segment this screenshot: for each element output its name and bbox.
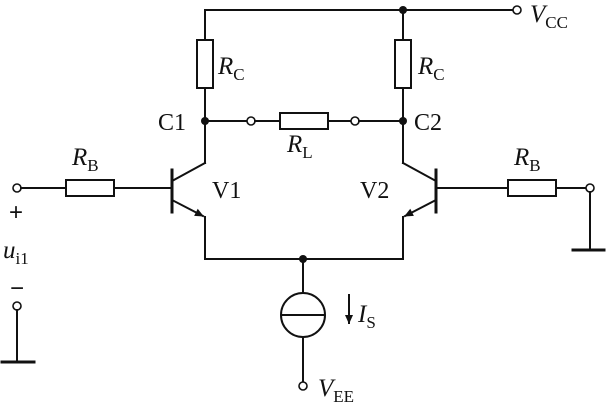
vee-terminal: [298, 381, 308, 391]
is-label: IS: [357, 301, 376, 332]
rb1-resistor: [65, 179, 115, 197]
rl-label: RL: [286, 131, 313, 162]
rc1-label: RC: [217, 53, 245, 84]
input-terminal-minus: [12, 301, 22, 311]
c1-label: C1: [158, 110, 186, 136]
vcc-terminal: [512, 5, 522, 15]
c2-label: C2: [414, 110, 442, 136]
v1-label: V1: [212, 178, 241, 204]
left-collector-branch: RC C1: [158, 9, 245, 164]
current-source: [280, 292, 326, 338]
v2-label: V2: [360, 178, 389, 204]
rc2-resistor: [394, 39, 412, 89]
rc2-label: RC: [417, 53, 445, 84]
rb1-label: RB: [71, 144, 99, 175]
right-collector-branch: RC C2: [394, 9, 445, 164]
input-voltage-label: ui1: [3, 237, 29, 268]
plus-sign: +: [9, 199, 23, 226]
minus-sign: −: [10, 275, 24, 302]
rl-right-terminal: [350, 116, 360, 126]
left-input-branch: RB + ui1 −: [0, 144, 173, 364]
vcc-label: VCC: [530, 1, 568, 32]
vee-label: VEE: [318, 375, 354, 406]
rb2-resistor: [507, 179, 557, 197]
emitter-tail: VEE IS: [204, 216, 404, 406]
rb2-label: RB: [513, 144, 541, 175]
rc1-resistor: [196, 39, 214, 89]
transistor-v1: V1: [170, 161, 241, 218]
transistor-v2: V2: [360, 161, 438, 218]
right-base-terminal: [585, 183, 595, 193]
load-resistor-branch: RL: [204, 112, 404, 162]
input-terminal-plus: [12, 183, 22, 193]
right-base-branch: RB: [435, 144, 606, 252]
vcc-rail: VCC: [204, 1, 568, 32]
rl-resistor: [279, 112, 329, 130]
rl-left-terminal: [246, 116, 256, 126]
